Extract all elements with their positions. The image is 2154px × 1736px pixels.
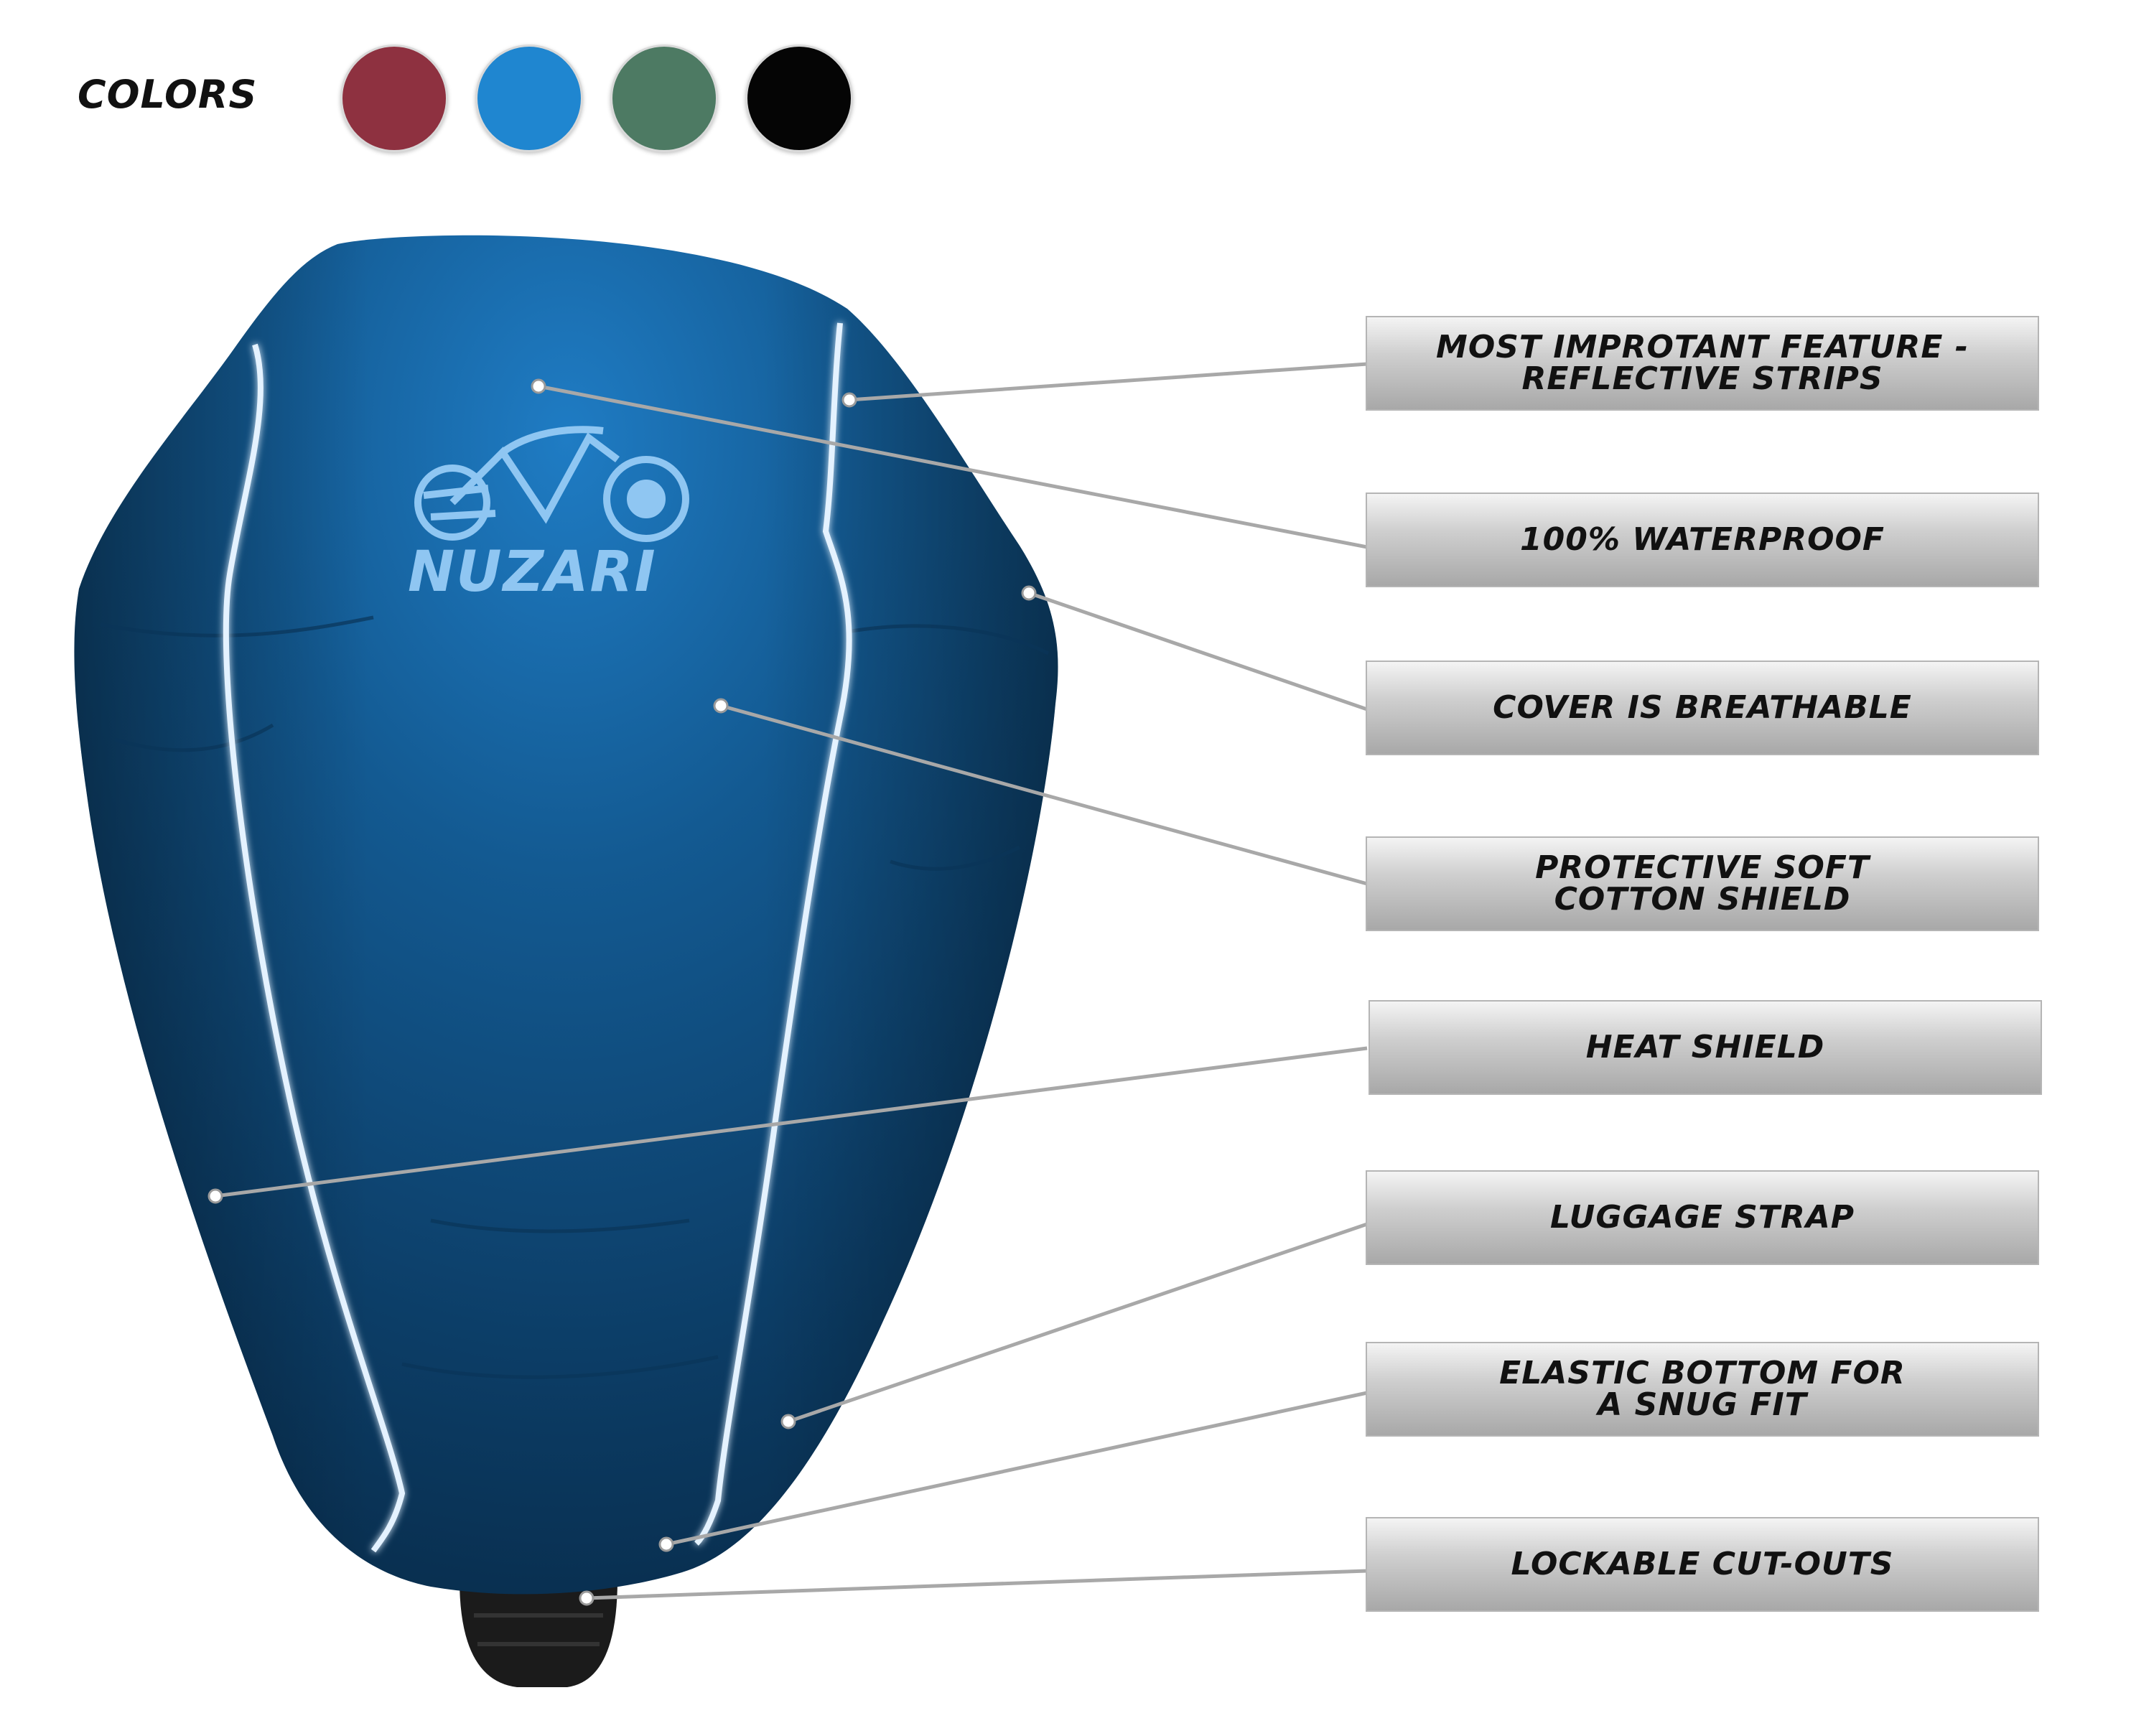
feature-label: MOST IMPROTANT FEATURE - REFLECTIVE STRI… — [1436, 329, 1969, 397]
feature-label: HEAT SHIELD — [1585, 1029, 1825, 1065]
feature-box-reflective: MOST IMPROTANT FEATURE - REFLECTIVE STRI… — [1366, 316, 2039, 411]
feature-box-heat: HEAT SHIELD — [1369, 1000, 2042, 1095]
feature-box-luggage: LUGGAGE STRAP — [1366, 1170, 2039, 1265]
feature-box-waterproof: 100% WATERPROOF — [1366, 493, 2039, 587]
nuzari-logo-icon — [414, 426, 689, 542]
tire — [460, 1579, 617, 1687]
feature-label: LOCKABLE CUT-OUTS — [1511, 1546, 1894, 1582]
feature-box-breathable: COVER IS BREATHABLE — [1366, 661, 2039, 755]
feature-box-lockable: LOCKABLE CUT-OUTS — [1366, 1517, 2039, 1612]
color-swatch-maroon[interactable] — [340, 45, 448, 152]
feature-label: PROTECTIVE SOFT COTTON SHIELD — [1535, 849, 1870, 918]
fabric-folds — [100, 615, 1050, 1379]
feature-box-elastic: ELASTIC BOTTOM FOR A SNUG FIT — [1366, 1342, 2039, 1437]
feature-label: ELASTIC BOTTOM FOR A SNUG FIT — [1499, 1355, 1906, 1423]
color-swatch-blue[interactable] — [475, 45, 583, 152]
brand-name: NUZARI — [408, 540, 657, 605]
colors-label: COLORS — [78, 72, 258, 117]
leader-dots — [208, 378, 1037, 1606]
color-swatch-green[interactable] — [610, 45, 718, 152]
leader-lines — [215, 362, 1368, 1600]
feature-box-cotton: PROTECTIVE SOFT COTTON SHIELD — [1366, 836, 2039, 931]
feature-label: COVER IS BREATHABLE — [1493, 689, 1912, 726]
reflective-strips — [223, 322, 852, 1553]
color-swatch-black[interactable] — [745, 45, 853, 152]
feature-label: 100% WATERPROOF — [1519, 521, 1885, 558]
feature-label: LUGGAGE STRAP — [1549, 1199, 1855, 1236]
